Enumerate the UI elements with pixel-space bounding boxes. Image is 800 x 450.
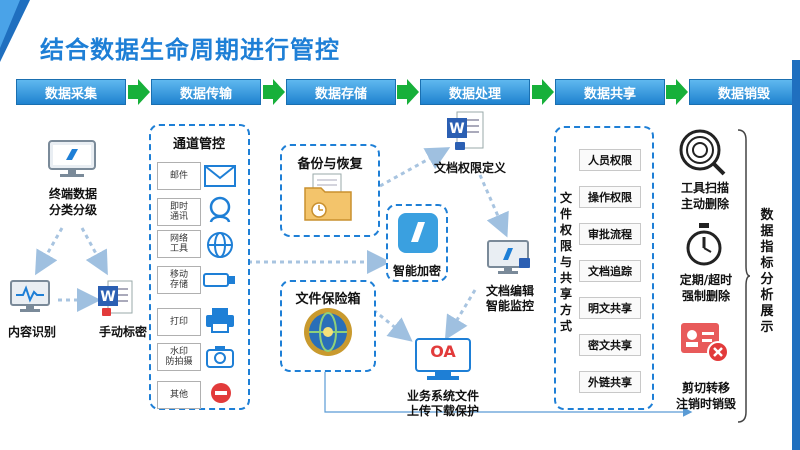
usb-drive-icon <box>203 270 237 290</box>
oa-protection-label: 业务系统文件 上传下载保护 <box>396 389 490 419</box>
share-item-approval: 审批流程 <box>579 223 641 245</box>
channel-item-watermark: 水印 防拍摄 <box>157 343 201 371</box>
word-document-icon: W <box>96 278 136 318</box>
share-item-plaintext: 明文共享 <box>579 297 641 319</box>
svg-text:W: W <box>100 289 115 305</box>
fingerprint-scan-icon <box>678 128 728 176</box>
oa-text: OA <box>416 342 470 361</box>
channel-item-other: 其他 <box>157 381 201 409</box>
terminal-classification-label: 终端数据 分类分级 <box>40 186 106 218</box>
file-safe-label: 文件保险箱 <box>282 288 374 307</box>
prohibited-icon <box>210 382 232 404</box>
channel-item-print: 打印 <box>157 308 201 336</box>
content-monitor-icon <box>10 280 52 314</box>
channel-control-title: 通道管控 <box>157 133 241 152</box>
channel-item-im: 即时 通讯 <box>157 198 201 226</box>
edge-bar <box>792 60 800 450</box>
edit-monitor-icon <box>487 240 533 276</box>
chat-user-icon <box>206 196 234 226</box>
folder-backup-icon <box>303 172 355 224</box>
destroy-bracket <box>736 128 750 424</box>
share-vertical-label: 文件权限与共享方式 <box>559 190 573 334</box>
encryption-shield-icon <box>397 212 439 254</box>
backup-restore-label: 备份与恢复 <box>282 153 378 172</box>
manual-marking-label: 手动标密 <box>92 323 154 340</box>
channel-item-email: 邮件 <box>157 162 201 190</box>
safe-globe-icon <box>302 306 354 358</box>
share-item-personnel: 人员权限 <box>579 149 641 171</box>
smart-encryption-label: 智能加密 <box>386 262 448 279</box>
globe-icon <box>205 230 235 260</box>
camera-icon <box>206 344 234 368</box>
word-permission-icon: W <box>445 110 487 156</box>
printer-icon <box>205 306 235 334</box>
content-recognition-label: 内容识别 <box>4 323 60 340</box>
share-item-ciphertext: 密文共享 <box>579 334 641 356</box>
svg-text:W: W <box>449 121 464 137</box>
monitor-icon <box>48 140 98 180</box>
id-card-delete-icon <box>680 320 730 364</box>
cut-destroy-label: 剪切转移 注销时销毁 <box>668 380 744 412</box>
timed-delete-label: 定期/超时 强制删除 <box>670 272 742 304</box>
share-item-tracking: 文档追踪 <box>579 260 641 282</box>
channel-item-network: 网络 工具 <box>157 230 201 258</box>
share-item-operation: 操作权限 <box>579 186 641 208</box>
stopwatch-icon <box>684 222 724 268</box>
share-item-external-link: 外链共享 <box>579 371 641 393</box>
channel-item-usb: 移动 存储 <box>157 266 201 294</box>
document-permission-label: 文档权限定义 <box>425 159 515 176</box>
metrics-analysis-label: 数据指标分析展示 <box>760 208 774 336</box>
mail-icon <box>204 164 236 188</box>
tool-scan-label: 工具扫描 主动删除 <box>670 180 740 212</box>
edit-monitor-label: 文档编辑 智能监控 <box>478 284 542 314</box>
